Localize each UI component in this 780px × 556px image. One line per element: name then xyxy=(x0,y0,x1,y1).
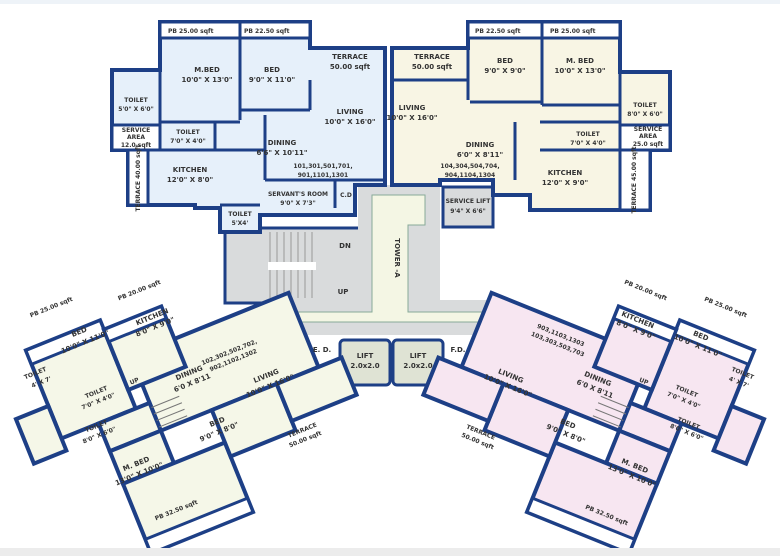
room-name: TERRACE 45.00 sqft xyxy=(631,146,638,213)
room-name: TOILET xyxy=(633,102,657,109)
unit-numbers: 101,301,501,701, xyxy=(293,163,352,170)
room-name: SERVICE xyxy=(122,127,150,134)
room-size: 10'0" X 13'0" xyxy=(554,67,605,75)
room-size: 5'0" X 6'0" xyxy=(118,106,153,113)
room-size: 12'0" X 9'0" xyxy=(542,179,588,187)
room-name: TOILET xyxy=(228,211,252,218)
room-name: TERRACE xyxy=(332,53,368,61)
stair-up-label: UP xyxy=(129,376,141,386)
unit-numbers: 904,1104,1304 xyxy=(445,172,495,179)
room-size: 50.00 sqft xyxy=(330,63,371,71)
stair-landing xyxy=(268,262,316,270)
room-size: 10'0" X 16'0" xyxy=(324,118,375,126)
room-size: 50.00 sqft xyxy=(412,63,453,71)
unit-bottom-left: PB 25.00 sqft PB 20.00 sqft BED 10'0" X … xyxy=(13,279,360,556)
room-name: LIVING xyxy=(399,104,426,112)
room-name: AREA xyxy=(639,133,657,140)
room-name: TERRACE 40.00 sqft xyxy=(135,144,142,211)
room-name: BED xyxy=(264,66,280,74)
room-name: KITCHEN xyxy=(173,166,208,174)
pb-label: PB 20.00 sqft xyxy=(117,279,162,303)
room-name: LIVING xyxy=(337,108,364,116)
room-size: 8'0" X 6'0" xyxy=(627,111,662,118)
room-name: BED xyxy=(497,57,513,65)
service-lift-label: SERVICE LIFT xyxy=(446,198,492,205)
unit-numbers: 104,304,504,704, xyxy=(440,163,499,170)
room-size: 6'0" X 8'11" xyxy=(457,151,503,159)
lift-2-label: LIFT xyxy=(410,352,427,360)
stair-down-label: DN xyxy=(339,242,351,250)
pb-label: PB 20.00 sqft xyxy=(623,279,668,303)
room-size: 12'0" X 8'0" xyxy=(167,176,213,184)
room-size: 12.0 sqft xyxy=(121,142,151,149)
service-lift-size: 9'4" X 6'6" xyxy=(450,208,485,215)
room-name: KITCHEN xyxy=(548,169,583,177)
pb-label: PB 22.50 sqft xyxy=(475,28,521,35)
pb-label: PB 25.00 sqft xyxy=(550,28,596,35)
room-size: 7'0" X 4'0" xyxy=(570,140,605,147)
room-name: DINING xyxy=(466,141,495,149)
electric-duct-label: E. D. xyxy=(313,346,331,354)
service-lift xyxy=(441,185,495,229)
unit-top-left: PB 25.00 sqft PB 22.50 sqft M.BED 10'0" … xyxy=(110,20,387,234)
room-name: TOILET xyxy=(176,129,200,136)
room-size: 7'0" X 4'0" xyxy=(170,138,205,145)
bottom-edge xyxy=(0,548,780,556)
room-name: M. BED xyxy=(566,57,594,65)
lift-1-size: 2.0x2.0 xyxy=(350,362,379,370)
pb-label: PB 25.00 sqft xyxy=(168,28,214,35)
room-size: 10'0" X 16'0" xyxy=(386,114,437,122)
room-name: TERRACE xyxy=(414,53,450,61)
room-name: TOILET xyxy=(576,131,600,138)
duct-labels: E. D. F.D. xyxy=(313,346,466,354)
room-size: 5'X4' xyxy=(232,220,249,227)
room-name: C.D xyxy=(340,192,352,199)
pb-label: PB 22.50 sqft xyxy=(244,28,290,35)
stair-up-label: UP xyxy=(338,288,349,296)
lift-1-label: LIFT xyxy=(357,352,374,360)
top-edge xyxy=(0,0,780,4)
pb-label: PB 25.00 sqft xyxy=(29,296,74,320)
room-size: 9'0" X 9'0" xyxy=(484,67,525,75)
room-name: DINING xyxy=(268,139,297,147)
room-name: SERVANT'S ROOM xyxy=(268,191,328,198)
unit-outline xyxy=(390,20,672,212)
lift-2-size: 2.0x2.0 xyxy=(403,362,432,370)
room-name: SERVICE xyxy=(634,126,662,133)
unit-bottom-right: PB 20.00 sqft PB 25.00 sqft KITCHEN 8'0"… xyxy=(420,279,767,556)
room-size: 9'0" X 11'0" xyxy=(249,76,295,84)
unit-numbers: 901,1101,1301 xyxy=(298,172,348,179)
fire-duct-label: F.D. xyxy=(451,346,466,354)
room-size: 9'0" X 7'3" xyxy=(280,200,315,207)
unit-top-right: PB 22.50 sqft PB 25.00 sqft BED 9'0" X 9… xyxy=(386,20,672,214)
pb-label: PB 25.00 sqft xyxy=(703,296,748,320)
room-name: M.BED xyxy=(194,66,220,74)
room-name: AREA xyxy=(127,134,145,141)
tower-label: TOWER -A xyxy=(393,238,401,278)
stair-up-label: UP xyxy=(638,377,650,387)
room-name: TOILET xyxy=(124,97,148,104)
room-size: 10'0" X 13'0" xyxy=(181,76,232,84)
room-size: 6'6" X 10'11" xyxy=(256,149,307,157)
room-size: 25.0 sqft xyxy=(633,141,663,148)
